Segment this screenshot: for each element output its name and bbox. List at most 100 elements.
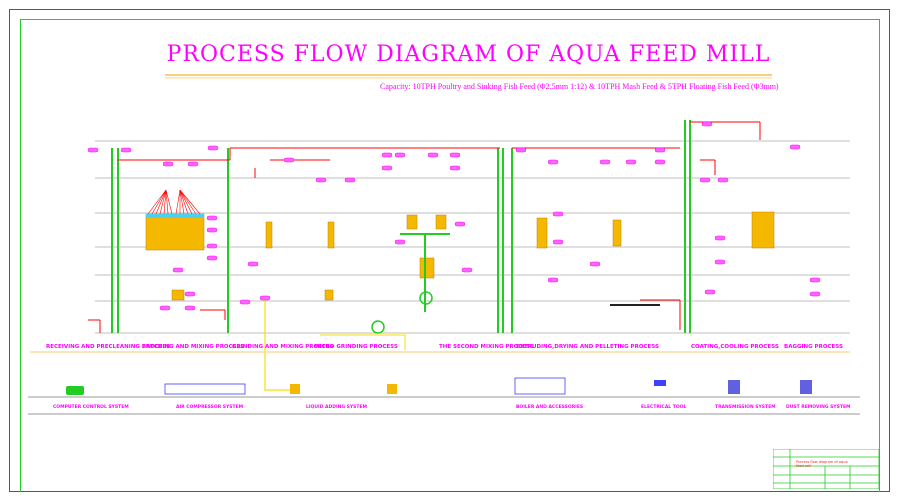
floor-levels bbox=[95, 140, 850, 334]
batching-bins bbox=[145, 213, 205, 251]
system-label-air-compressor: AIR COMPRESSOR SYSTEM bbox=[176, 405, 244, 410]
dust-removing-icon bbox=[800, 380, 812, 394]
distributor-pipe bbox=[151, 189, 167, 215]
equipment-tag bbox=[247, 261, 259, 267]
section-label-grinding: GRINDING AND MIXING PROCESS bbox=[232, 344, 334, 350]
equipment-tag bbox=[515, 147, 527, 153]
transmission-icon bbox=[728, 380, 740, 394]
equipment-tag bbox=[381, 152, 393, 158]
liquid-tank-icon bbox=[290, 384, 300, 394]
equipment-tag bbox=[552, 239, 564, 245]
bin bbox=[435, 214, 447, 230]
bagging-bins bbox=[751, 211, 775, 249]
equipment-tag bbox=[239, 299, 251, 305]
equipment-tag bbox=[449, 165, 461, 171]
equipment-tag bbox=[547, 277, 559, 283]
equipment-tag bbox=[427, 152, 439, 158]
equipment-tag bbox=[184, 291, 196, 297]
grinder-bin bbox=[327, 221, 335, 249]
equipment-tag bbox=[704, 289, 716, 295]
equipment-tag bbox=[589, 261, 601, 267]
hammer-mill bbox=[324, 289, 334, 301]
equipment-tag bbox=[87, 147, 99, 153]
equipment-tag bbox=[552, 211, 564, 217]
equipment-tag bbox=[172, 267, 184, 273]
distributor-pipe bbox=[163, 189, 167, 215]
equipment-tag bbox=[381, 165, 393, 171]
equipment-tag bbox=[315, 177, 327, 183]
equipment-tag bbox=[809, 291, 821, 297]
distributor-pipe bbox=[147, 189, 167, 215]
section-label-second-mixing: THE SECOND MIXING PROCESS bbox=[439, 344, 534, 350]
equipment-tag bbox=[714, 259, 726, 265]
equipment-tag bbox=[394, 239, 406, 245]
section-label-coating: COATING,COOLING PROCESS bbox=[691, 344, 779, 350]
distributor-pipe bbox=[179, 189, 201, 215]
section-label-receiving: RECEIVING AND PRECLEANING PROCESS bbox=[46, 344, 171, 350]
air-compressor-icon bbox=[164, 383, 246, 395]
bin bbox=[406, 214, 418, 230]
equipment-layer bbox=[88, 120, 775, 391]
equipment-tag bbox=[283, 157, 295, 163]
distributor-pipe bbox=[155, 189, 167, 215]
distributor-pipe bbox=[179, 189, 185, 215]
system-label-computer: COMPUTER CONTROL SYSTEM bbox=[53, 405, 129, 410]
electrical-tool-icon bbox=[654, 380, 666, 386]
distributor-pipe bbox=[179, 189, 197, 215]
equipment-tag bbox=[654, 159, 666, 165]
equipment-tag bbox=[654, 147, 666, 153]
equipment-tag bbox=[599, 159, 611, 165]
pump bbox=[371, 320, 385, 334]
equipment-tag bbox=[206, 243, 218, 249]
equipment-tag bbox=[259, 295, 271, 301]
equipment-tag bbox=[206, 215, 218, 221]
equipment-tag bbox=[449, 152, 461, 158]
equipment-tag bbox=[187, 161, 199, 167]
equipment-tag bbox=[547, 159, 559, 165]
equipment-tag bbox=[184, 305, 196, 311]
equipment-tag bbox=[207, 145, 219, 151]
equipment-tag bbox=[625, 159, 637, 165]
system-label-liquid: LIQUID ADDING SYSTEM bbox=[306, 405, 368, 410]
section-label-batching: BATCHING AND MIXING PROCESS bbox=[142, 344, 245, 350]
equipment-tag bbox=[809, 277, 821, 283]
extruder-bin bbox=[536, 217, 548, 249]
equipment-tag bbox=[699, 177, 711, 183]
equipment-tag bbox=[159, 305, 171, 311]
equipment-tag bbox=[162, 161, 174, 167]
equipment-tag bbox=[344, 177, 356, 183]
section-label-bagging: BAGGING PROCESS bbox=[784, 344, 843, 350]
equipment-tag bbox=[394, 152, 406, 158]
equipment-tag bbox=[714, 235, 726, 241]
drawing-border-inner bbox=[20, 19, 880, 492]
grinder-bin bbox=[265, 221, 273, 249]
liquid-pipe bbox=[320, 334, 406, 350]
diagram-title: PROCESS FLOW DIAGRAM OF AQUA FEED MILL bbox=[166, 42, 771, 67]
distributor-pipe bbox=[179, 189, 193, 215]
equipment-tag bbox=[701, 121, 713, 127]
equipment-tag bbox=[206, 227, 218, 233]
system-label-boiler: BOILER AND ACCESSORIES bbox=[516, 405, 584, 410]
pellet-mill bbox=[419, 291, 433, 305]
equipment-tag bbox=[717, 177, 729, 183]
liquid-pipe bbox=[264, 300, 297, 391]
section-label-extruding: EXTRUDING,DRYING AND PELLETING PROCESS bbox=[516, 344, 659, 350]
distributor-pipe bbox=[165, 189, 173, 215]
section-label-micro-grinding: MICRO GRINDING PROCESS bbox=[314, 344, 398, 350]
mixer bbox=[171, 289, 185, 301]
title-block bbox=[773, 449, 879, 489]
distributor-pipe bbox=[165, 189, 169, 215]
title-block-drawing-name: Process flow diagram of aqua feed mill bbox=[796, 460, 848, 468]
equipment-tag bbox=[789, 144, 801, 150]
distributor-pipe bbox=[179, 189, 189, 215]
distributor-pipe bbox=[159, 189, 167, 215]
equipment-tag bbox=[120, 147, 132, 153]
equipment-tag bbox=[461, 267, 473, 273]
pellet-bin bbox=[612, 219, 622, 247]
boiler-icon bbox=[514, 377, 566, 395]
system-label-electrical: ELECTRICAL TOOL bbox=[641, 405, 687, 410]
computer-icon bbox=[66, 386, 84, 395]
distributor-pipe bbox=[175, 189, 181, 215]
equipment-tags bbox=[87, 121, 821, 311]
